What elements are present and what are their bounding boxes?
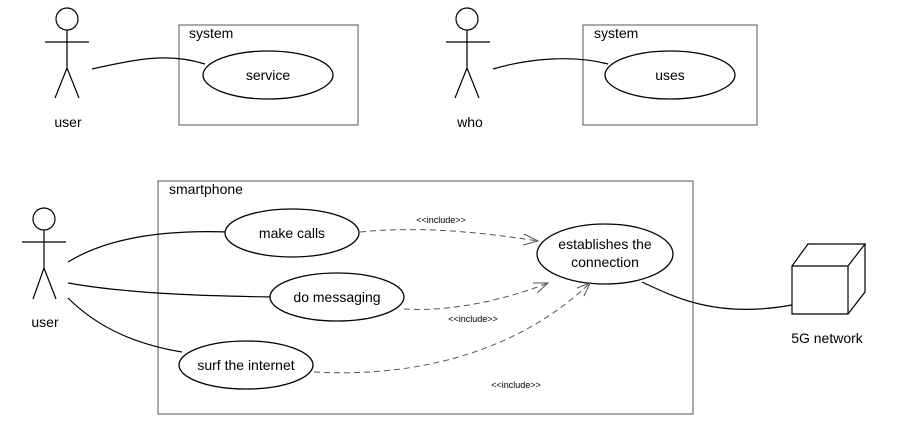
include-line-make-calls (359, 229, 539, 242)
use-case-label-establishes-line2: connection (571, 254, 639, 270)
actor-user-top-left (45, 7, 89, 99)
association-line-make-calls (67, 231, 229, 263)
include-label-surf-internet: <<include>> (491, 380, 541, 390)
node-label-5g-network: 5G network (791, 330, 864, 346)
association-line-top-left (91, 57, 206, 70)
use-case-service (202, 50, 334, 100)
boundary-label-top-right: system (594, 25, 638, 41)
use-case-label-do-messaging: do messaging (293, 289, 380, 305)
boundary-label-smartphone: smartphone (169, 181, 243, 197)
actor-label-who: who (456, 114, 483, 130)
include-arrowhead-surf-internet (576, 282, 591, 297)
actor-label-user-top-left: user (54, 114, 82, 130)
use-case-uses (604, 50, 736, 100)
boundary-label-top-left: system (189, 25, 233, 41)
association-line-5g-network (641, 281, 793, 311)
use-case-establishes-connection (536, 223, 674, 285)
include-arrowhead-do-messaging (533, 282, 550, 294)
association-line-top-right (492, 58, 609, 70)
system-boundary-top-left (178, 24, 359, 126)
use-case-label-establishes-line1: establishes the (558, 236, 652, 252)
use-case-do-messaging (269, 272, 405, 322)
system-boundary-smartphone (157, 180, 694, 415)
include-arrowhead-make-calls (522, 233, 540, 246)
include-label-do-messaging: <<include>> (448, 314, 498, 324)
5g-network-node-icon (791, 243, 867, 315)
include-label-make-calls: <<include>> (416, 215, 466, 225)
include-line-surf-internet (313, 282, 591, 374)
actor-user-main (22, 207, 66, 300)
use-case-label-service: service (246, 67, 291, 83)
association-line-surf-internet (67, 297, 183, 353)
use-case-make-calls (224, 208, 360, 258)
use-case-label-uses: uses (655, 67, 685, 83)
include-line-do-messaging (403, 282, 549, 310)
actor-label-user-main: user (31, 314, 59, 330)
use-case-label-surf-internet: surf the internet (197, 357, 294, 373)
use-case-label-make-calls: make calls (259, 225, 325, 241)
association-line-do-messaging (67, 282, 273, 298)
actor-who-top-right (446, 7, 490, 99)
use-case-surf-internet (178, 340, 314, 390)
system-boundary-top-right (582, 24, 758, 126)
